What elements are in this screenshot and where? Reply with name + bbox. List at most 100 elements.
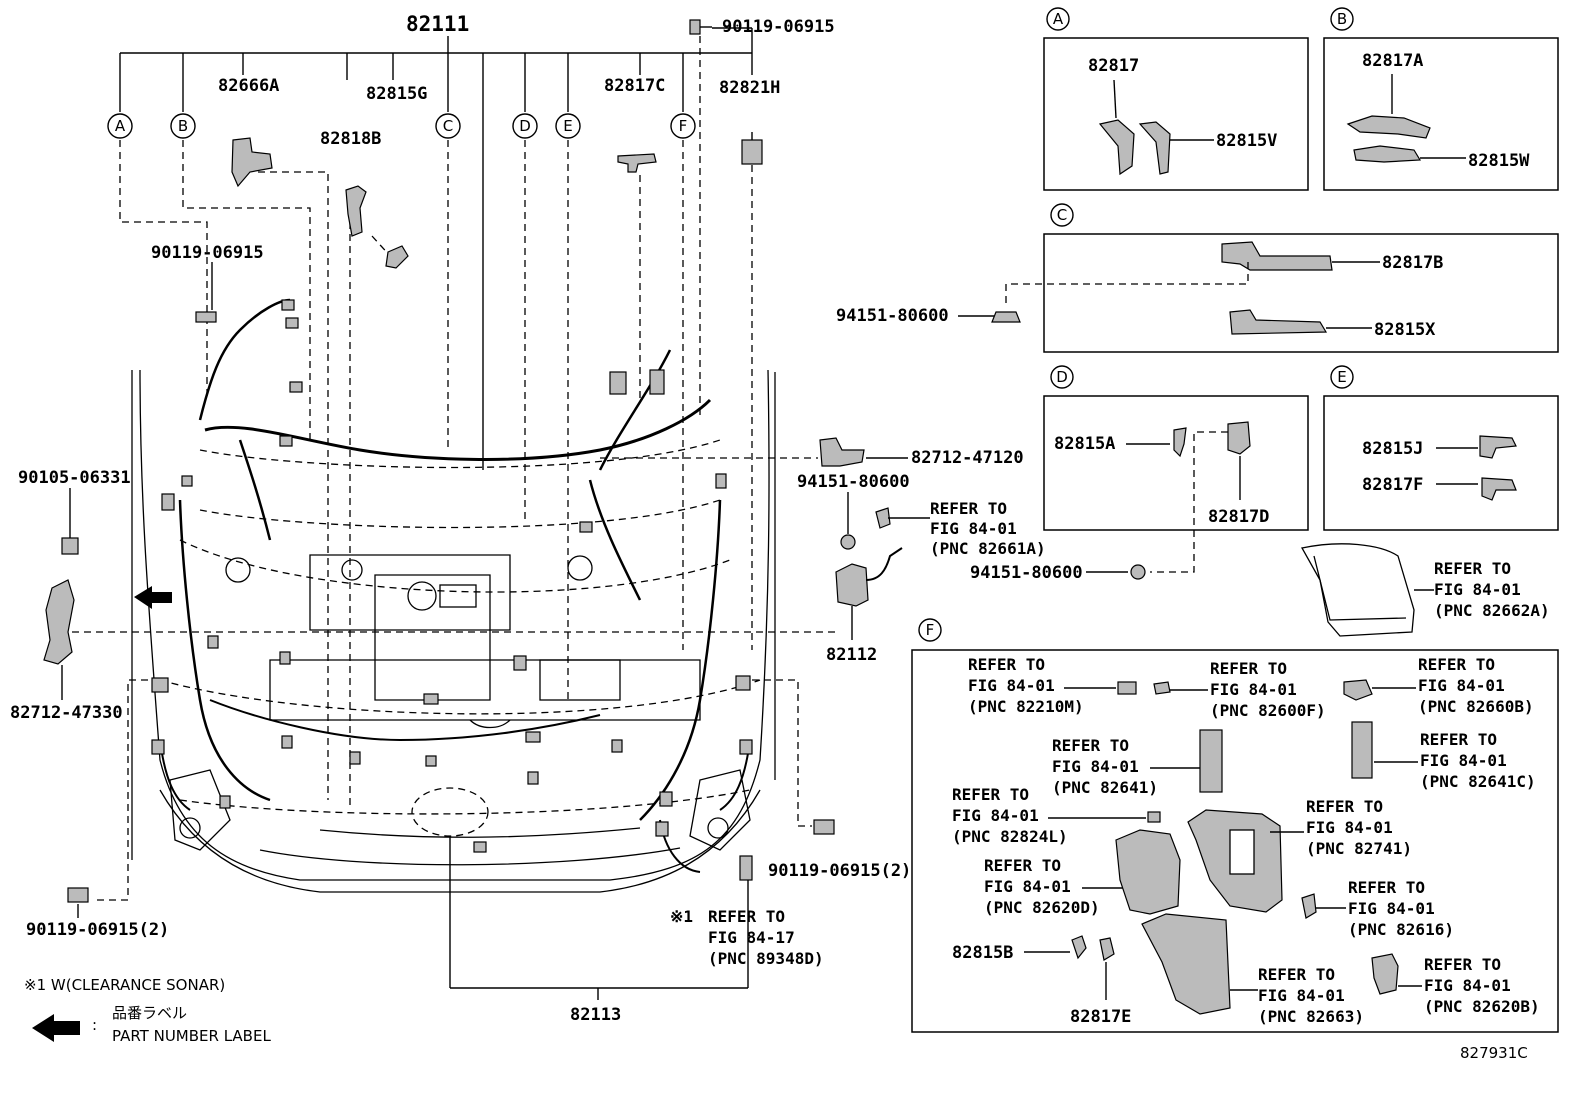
box-f-82616-l2: FIG 84-01 <box>1348 899 1435 918</box>
cover-82662A-icon <box>1300 543 1415 637</box>
refer-89348D-line1: REFER TO <box>708 907 785 926</box>
refer-89348D-line3: (PNC 89348D) <box>708 949 824 968</box>
box-b-82815W: 82815W <box>1468 151 1530 171</box>
box-d-82815A: 82815A <box>1054 434 1115 454</box>
box-f-82741-l2: FIG 84-01 <box>1306 818 1393 837</box>
part-number-label-arrow-icon <box>134 586 172 609</box>
box-d-letter: D <box>1056 368 1068 386</box>
label-90119-br: 90119-06915(2) <box>768 861 911 881</box>
refer-82662A-line2: FIG 84-01 <box>1434 580 1521 599</box>
box-f-82817E: 82817E <box>1070 1007 1131 1027</box>
bolt-icon <box>195 311 217 323</box>
bracket-82111 <box>119 27 753 470</box>
box-a-82817: 82817 <box>1088 56 1139 76</box>
bracket-82818B-icon <box>345 185 367 237</box>
box-f-82600F-l3: (PNC 82600F) <box>1210 701 1326 720</box>
refer-89348D-line2: FIG 84-17 <box>708 928 795 947</box>
legend-jp-label: 品番ラベル <box>112 1004 187 1022</box>
label-82111: 82111 <box>406 12 469 36</box>
bolt-icon <box>813 819 835 835</box>
refer-89348D-mark: ※1 <box>670 907 693 926</box>
box-e-82817F: 82817F <box>1362 475 1423 495</box>
box-f-82620B-l3: (PNC 82620B) <box>1424 997 1540 1016</box>
box-f-82600F-l2: FIG 84-01 <box>1210 680 1297 699</box>
label-90119-left: 90119-06915 <box>151 243 264 263</box>
box-d-clip-label: 94151-80600 <box>970 563 1083 583</box>
box-f-82210M-l3: (PNC 82210M) <box>968 697 1084 716</box>
box-f-82641-l2: FIG 84-01 <box>1052 757 1139 776</box>
box-f-letter: F <box>926 621 935 639</box>
box-a-letter: A <box>1053 10 1064 28</box>
detail-box-e: E 82815J 82817F <box>1323 365 1559 531</box>
box-b-82817A: 82817A <box>1362 51 1423 71</box>
box-f-82641C-l2: FIG 84-01 <box>1420 751 1507 770</box>
label-90105: 90105-06331 <box>18 468 131 488</box>
box-c-clip-label: 94151-80600 <box>836 306 949 326</box>
box-f-82741-l1: REFER TO <box>1306 797 1383 816</box>
label-82712-47330: 82712-47330 <box>10 703 123 723</box>
callout-circles: A B C D E F <box>107 113 696 139</box>
bracket-82712-47120-icon <box>819 437 865 467</box>
box-f-82620B-l2: FIG 84-01 <box>1424 976 1511 995</box>
box-f-82641C-l1: REFER TO <box>1420 730 1497 749</box>
box-f-82824L-l1: REFER TO <box>952 785 1029 804</box>
connector-82821H-icon <box>741 132 763 165</box>
box-f-82815B: 82815B <box>952 943 1013 963</box>
connector-82666A-icon <box>231 137 273 188</box>
box-f-82210M-l1: REFER TO <box>968 655 1045 674</box>
label-82817C: 82817C <box>604 76 665 96</box>
box-f-82641-l3: (PNC 82641) <box>1052 778 1158 797</box>
refer-82662A-line3: (PNC 82662A) <box>1434 601 1550 620</box>
legend-note1: ※1 W(CLEARANCE SONAR) <box>24 976 225 994</box>
box-e-letter: E <box>1337 368 1346 386</box>
callout-e: E <box>563 117 572 135</box>
box-f-82600F-l1: REFER TO <box>1210 659 1287 678</box>
box-d-82817D: 82817D <box>1208 507 1269 527</box>
legend-colon: : <box>92 1016 97 1034</box>
legend-en-label: PART NUMBER LABEL <box>112 1027 271 1045</box>
box-f-82660B-l3: (PNC 82660B) <box>1418 697 1534 716</box>
box-f-82616-l3: (PNC 82616) <box>1348 920 1454 939</box>
label-82666A: 82666A <box>218 76 279 96</box>
callout-c: C <box>443 117 453 135</box>
figure-code: 827931C <box>1460 1044 1528 1062</box>
box-f-82663-l3: (PNC 82663) <box>1258 1007 1364 1026</box>
bracket-82113 <box>449 836 749 1000</box>
detail-box-c: C 82817B 82815X <box>1005 203 1559 353</box>
label-82112: 82112 <box>826 645 877 665</box>
box-f-82660B-l2: FIG 84-01 <box>1418 676 1505 695</box>
part-number-label-arrow-icon <box>32 1014 80 1042</box>
clip-82815G-icon <box>385 245 409 269</box>
bolt-icon <box>67 887 89 903</box>
detail-box-b: B 82817A 82815W <box>1323 7 1559 191</box>
box-f-82641-l1: REFER TO <box>1052 736 1129 755</box>
refer-82661A-line2: FIG 84-01 <box>930 519 1017 538</box>
callout-f: F <box>679 117 688 135</box>
box-e-82815J: 82815J <box>1362 439 1423 459</box>
label-82815G: 82815G <box>366 84 427 104</box>
detail-box-f: F REFER TO FIG 84-01 (PNC 82210M) REFER … <box>911 618 1559 1033</box>
callout-b: B <box>178 117 188 135</box>
box-f-82660B-l1: REFER TO <box>1418 655 1495 674</box>
bracket-82712-47330-icon <box>43 579 75 665</box>
label-94151-mid: 94151-80600 <box>797 472 910 492</box>
box-f-82210M-l2: FIG 84-01 <box>968 676 1055 695</box>
box-f-82620D-l1: REFER TO <box>984 856 1061 875</box>
box-a-82815V: 82815V <box>1216 131 1277 151</box>
box-f-82616-l1: REFER TO <box>1348 878 1425 897</box>
box-c-letter: C <box>1057 206 1067 224</box>
box-c-82815X: 82815X <box>1374 320 1436 340</box>
clip-82817C-icon <box>617 153 657 173</box>
box-f-82620B-l1: REFER TO <box>1424 955 1501 974</box>
box-f-82824L-l3: (PNC 82824L) <box>952 827 1068 846</box>
callout-a: A <box>115 117 126 135</box>
box-f-82641C-l3: (PNC 82641C) <box>1420 772 1536 791</box>
callout-d: D <box>519 117 531 135</box>
box-f-82663-l2: FIG 84-01 <box>1258 986 1345 1005</box>
label-82712-47120: 82712-47120 <box>911 448 1024 468</box>
box-f-82663-l1: REFER TO <box>1258 965 1335 984</box>
box-f-82620D-l3: (PNC 82620D) <box>984 898 1100 917</box>
label-82818B: 82818B <box>320 129 381 149</box>
box-f-82824L-l2: FIG 84-01 <box>952 806 1039 825</box>
